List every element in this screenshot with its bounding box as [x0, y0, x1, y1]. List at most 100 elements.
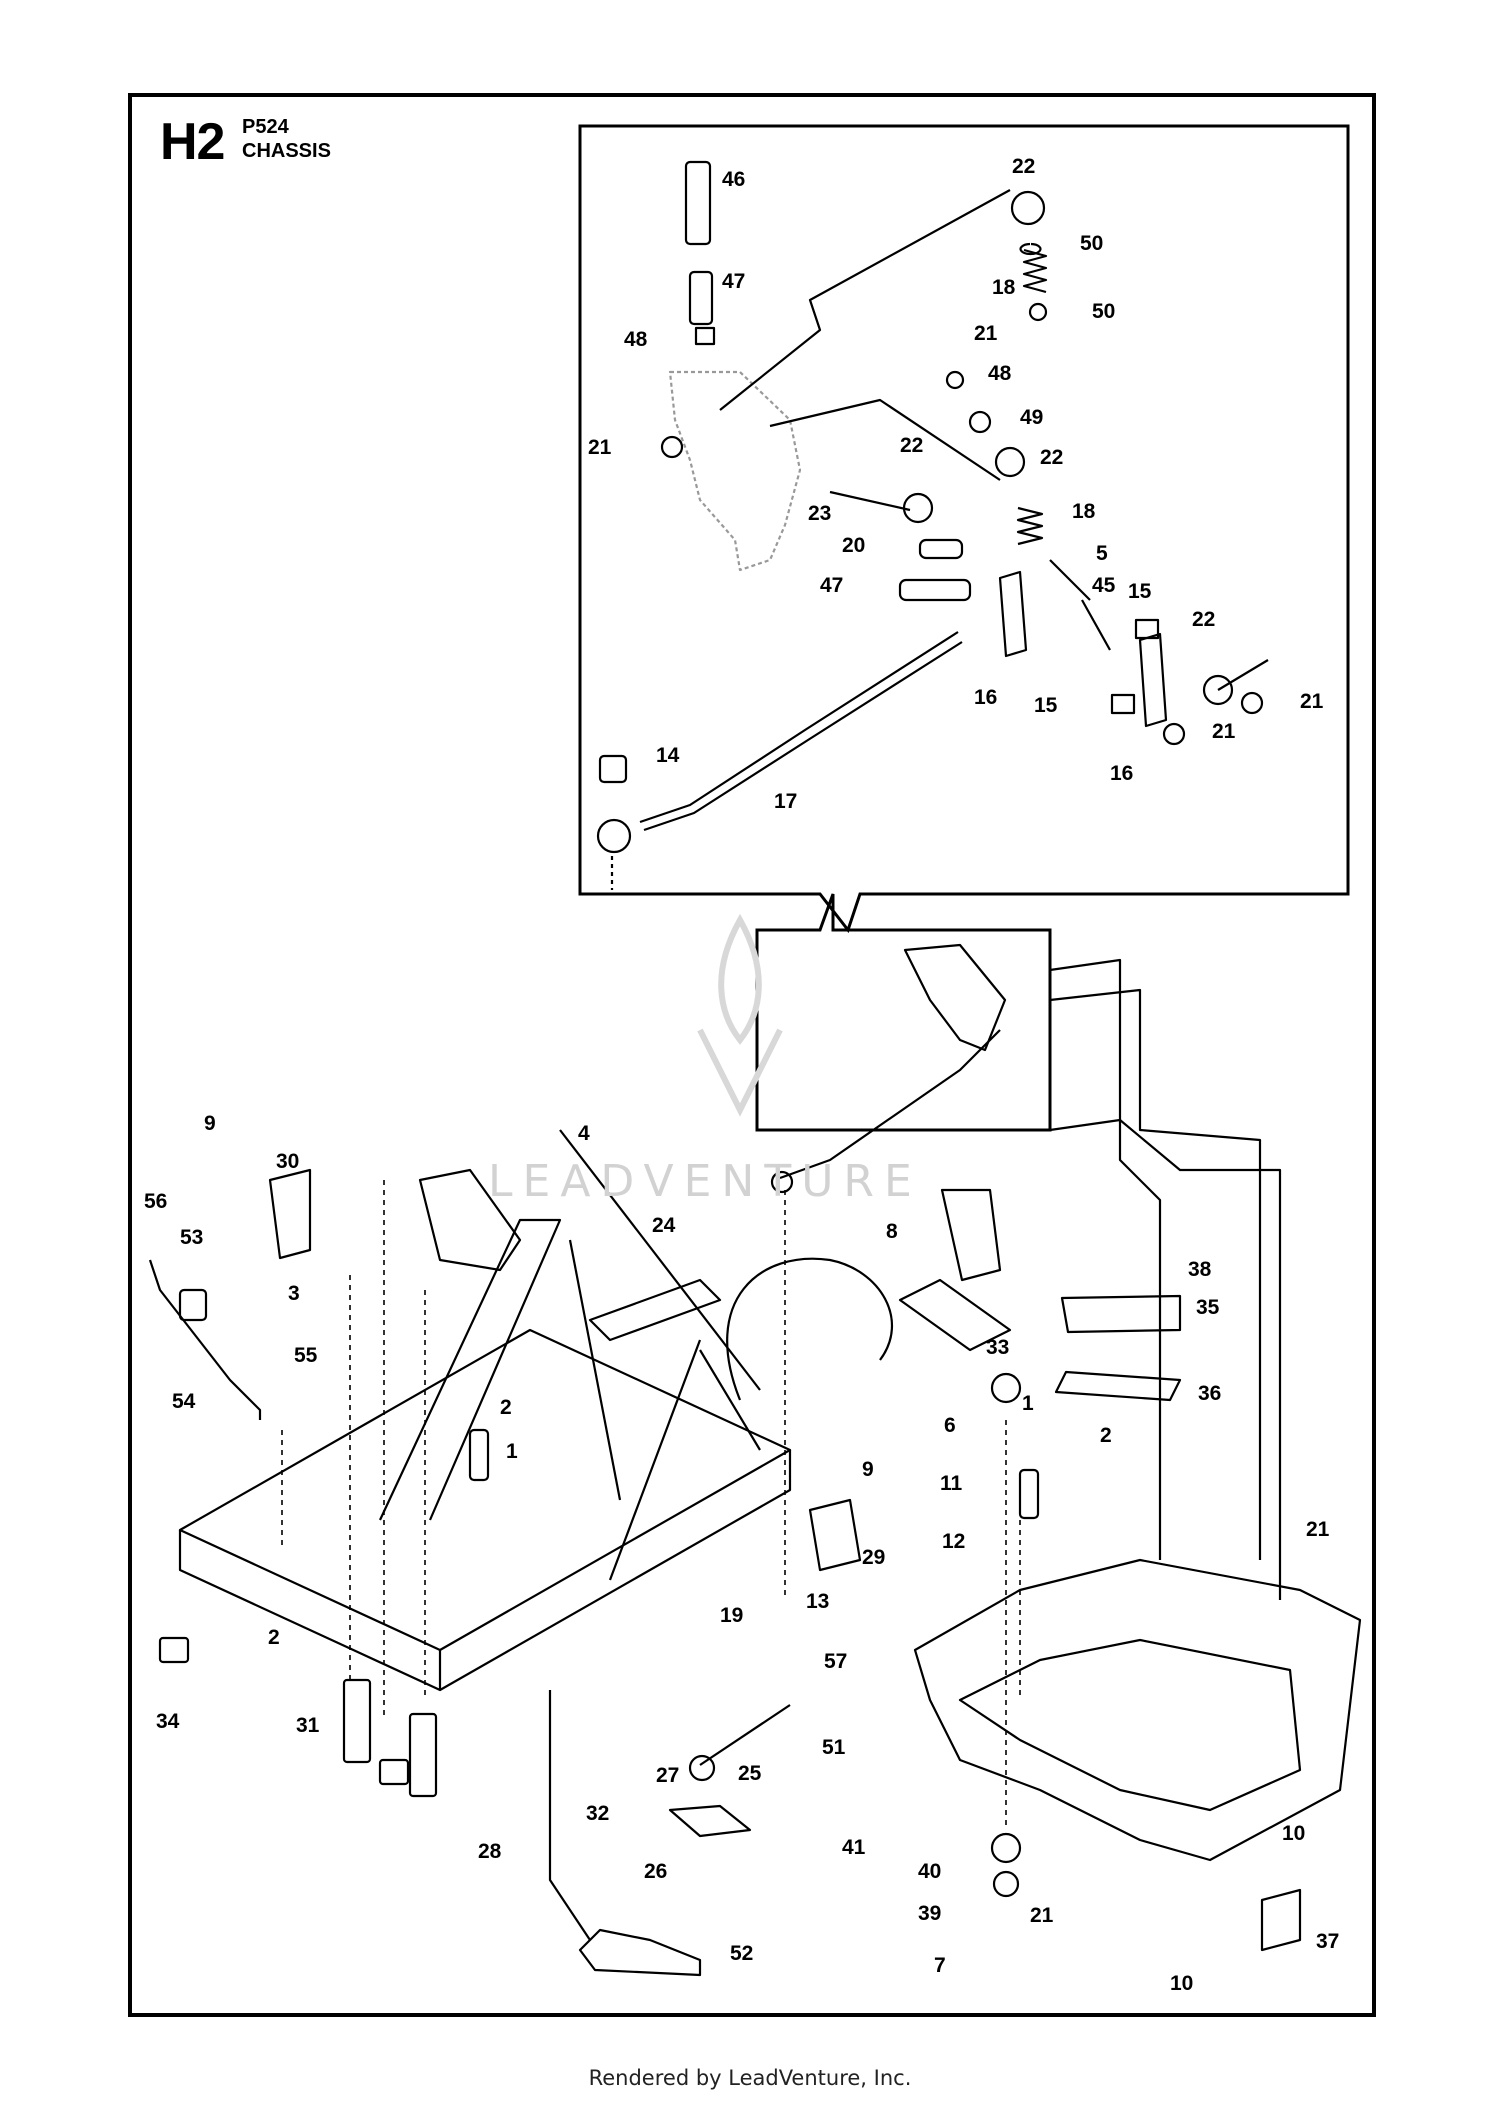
callout: 7 [934, 1954, 946, 1977]
callout: 26 [644, 1860, 668, 1883]
deck-tub [913, 1558, 1362, 1862]
callout: 45 [1092, 574, 1116, 597]
callout: 54 [172, 1390, 196, 1413]
callout: 16 [974, 686, 998, 709]
callout: 29 [862, 1546, 886, 1569]
callout: 1 [506, 1440, 518, 1463]
mount-35 [1060, 1294, 1182, 1334]
callout: 39 [918, 1902, 942, 1925]
link-16-b [1138, 632, 1168, 728]
callout: 3 [288, 1282, 300, 1305]
callout: 37 [1316, 1930, 1340, 1953]
bracket-56 [148, 1259, 262, 1420]
nut-21-c [1162, 722, 1186, 746]
callout: 53 [180, 1226, 204, 1249]
rod-end-22-b [994, 446, 1026, 478]
callout: 22 [1012, 155, 1036, 178]
plate-36 [1054, 1370, 1182, 1402]
rod-end-22-e [1217, 659, 1269, 691]
callout: 41 [842, 1836, 866, 1859]
pin-20 [918, 538, 964, 560]
washer-50-b [1028, 302, 1048, 322]
link-16-a [998, 570, 1028, 658]
callout: 21 [974, 322, 998, 345]
callout: 21 [1306, 1518, 1330, 1541]
detail-inset [578, 124, 1350, 934]
arm-end-25 [688, 1754, 716, 1782]
ghost-bracket [668, 370, 802, 572]
callout: 47 [820, 574, 844, 597]
tube-loop [726, 1257, 893, 1401]
callout: 34 [156, 1710, 180, 1733]
callout: 33 [986, 1336, 1010, 1359]
control-rod-17 [639, 631, 959, 824]
nut-21-a [660, 435, 684, 459]
callout: 17 [774, 790, 798, 813]
callout: 35 [1196, 1296, 1220, 1319]
callout: 50 [1080, 232, 1104, 255]
rod-end-22-c [1010, 190, 1046, 226]
page-title: CHASSIS [242, 140, 331, 162]
rod-end-22-d [1202, 674, 1234, 706]
callout: 36 [1198, 1382, 1222, 1405]
callout: 32 [586, 1802, 610, 1825]
watermark-text: LEADVENTURE [488, 1156, 922, 1207]
callout: 31 [296, 1714, 320, 1737]
callout: 57 [824, 1650, 848, 1673]
callout: 48 [988, 362, 1012, 385]
callout: 8 [886, 1220, 898, 1243]
nut-21-b [1240, 691, 1264, 715]
callout: 38 [1188, 1258, 1212, 1281]
callout: 22 [1040, 446, 1064, 469]
spring-18-a [1022, 248, 1048, 294]
nut-14 [598, 754, 628, 784]
diagram-frame [128, 93, 1376, 2017]
callout: 49 [1020, 406, 1044, 429]
callout: 4 [578, 1122, 590, 1145]
cap-33 [990, 1372, 1022, 1404]
seal-39 [992, 1870, 1020, 1898]
callout: 6 [944, 1414, 956, 1437]
cap-34-b [378, 1758, 410, 1786]
callout: 1 [1022, 1392, 1034, 1415]
callout: 2 [1100, 1424, 1112, 1447]
callout: 23 [808, 502, 832, 525]
callout: 22 [1192, 608, 1216, 631]
rod-end-14 [596, 818, 632, 854]
callout: 19 [720, 1604, 744, 1627]
callout: 30 [276, 1150, 300, 1173]
tube-28-a [342, 1678, 372, 1764]
callout: 47 [722, 270, 746, 293]
bushing-15-a [1134, 618, 1160, 640]
arm-25 [699, 1704, 791, 1766]
callout: 10 [1282, 1822, 1306, 1845]
callout: 10 [1170, 1972, 1194, 1995]
callout: 18 [992, 276, 1016, 299]
bolt-46 [684, 160, 712, 246]
bracket-29 [808, 1498, 862, 1572]
tube-28-b [408, 1712, 438, 1798]
callout: 48 [624, 328, 648, 351]
nut-48-b [945, 370, 965, 390]
spacer-53 [178, 1288, 208, 1322]
callout: 20 [842, 534, 866, 557]
spring-18-b [1016, 506, 1044, 546]
callout: 25 [738, 1762, 762, 1785]
callout: 2 [500, 1396, 512, 1419]
callout: 28 [478, 1840, 502, 1863]
link-45 [1081, 599, 1111, 651]
callout: 21 [588, 436, 612, 459]
pin-1-b [1018, 1468, 1040, 1520]
pin-1-a [468, 1428, 490, 1482]
rod-end-22-a [902, 492, 934, 524]
nut-48 [694, 326, 716, 346]
callout: 40 [918, 1860, 942, 1883]
callout: 55 [294, 1344, 318, 1367]
callout: 50 [1092, 300, 1116, 323]
callout: 16 [1110, 762, 1134, 785]
callout: 21 [1212, 720, 1236, 743]
callout: 21 [1030, 1904, 1054, 1927]
callout: 5 [1096, 542, 1108, 565]
bracket-37 [1260, 1888, 1302, 1952]
